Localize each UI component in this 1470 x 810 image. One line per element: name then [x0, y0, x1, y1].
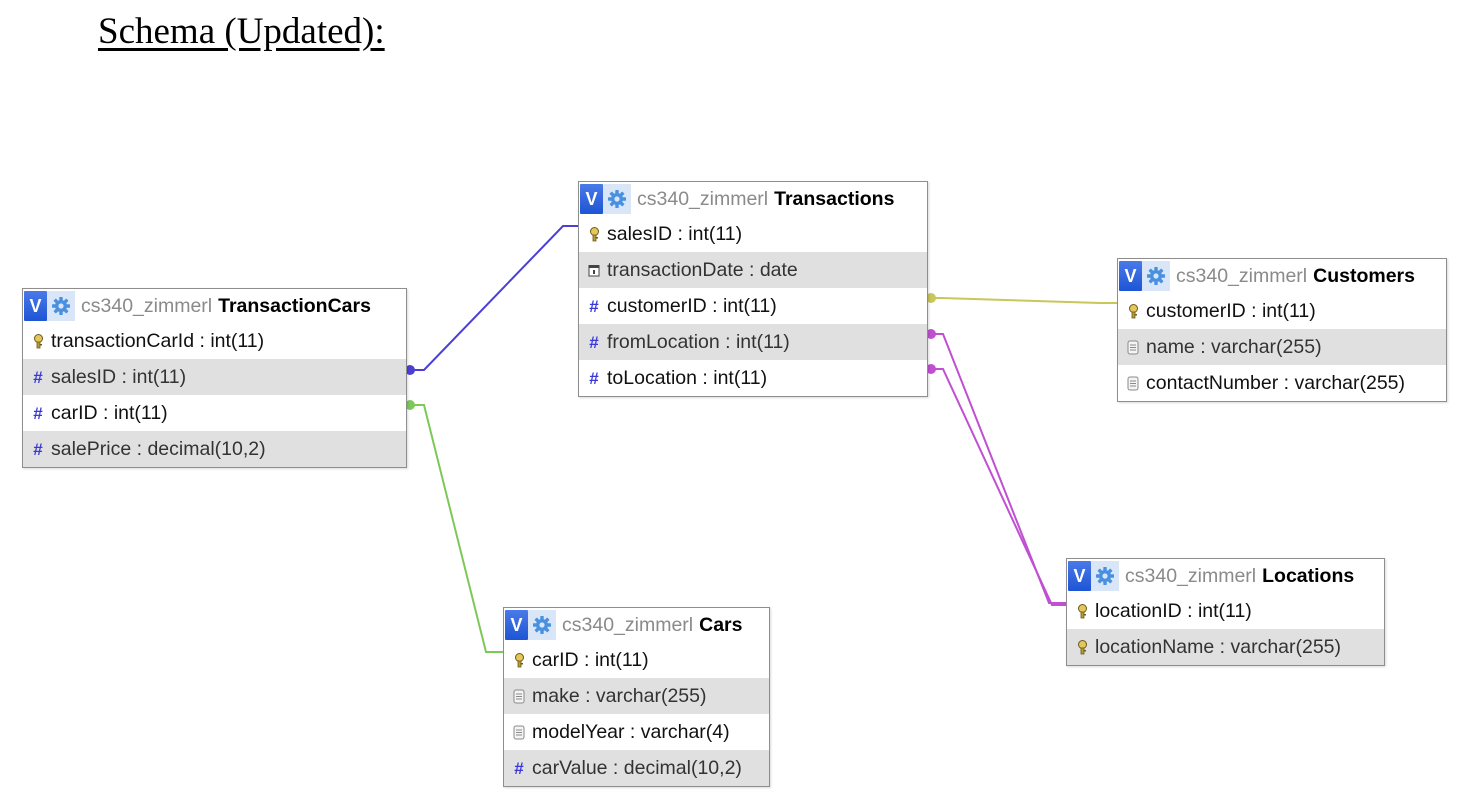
- column-label: customerID : int(11): [607, 294, 777, 317]
- column-label: name : varchar(255): [1146, 335, 1322, 358]
- column-label: transactionCarId : int(11): [51, 329, 265, 352]
- key-icon: [586, 226, 602, 242]
- text-icon: [1125, 376, 1141, 391]
- column-row[interactable]: # salesID : int(11): [23, 359, 406, 395]
- column-label: locationName : varchar(255): [1095, 635, 1342, 658]
- column-label: carID : int(11): [532, 648, 649, 671]
- table-db-name: cs340_zimmerl: [1125, 564, 1257, 587]
- column-row[interactable]: locationName : varchar(255): [1067, 629, 1384, 665]
- column-label: fromLocation : int(11): [607, 330, 790, 353]
- column-row[interactable]: # carValue : decimal(10,2): [504, 750, 769, 786]
- column-label: make : varchar(255): [532, 684, 707, 707]
- column-row[interactable]: contactNumber : varchar(255): [1118, 365, 1446, 401]
- relation-line: [926, 368, 1066, 606]
- hash-icon: #: [33, 403, 43, 423]
- text-icon: [1125, 340, 1141, 355]
- column-row[interactable]: salesID : int(11): [579, 216, 927, 252]
- relation-line: [405, 225, 578, 371]
- gear-icon[interactable]: [1142, 261, 1170, 291]
- table-db-name: cs340_zimmerl: [562, 613, 694, 636]
- page-title: Schema (Updated):: [98, 11, 385, 52]
- column-row[interactable]: make : varchar(255): [504, 678, 769, 714]
- hash-icon: #: [514, 758, 524, 778]
- column-label: toLocation : int(11): [607, 366, 768, 389]
- gear-icon[interactable]: [47, 291, 75, 321]
- table-name: Transactions: [774, 187, 895, 210]
- gear-icon[interactable]: [603, 184, 631, 214]
- table-db-name: cs340_zimmerl: [637, 187, 769, 210]
- column-label: salesID : int(11): [51, 365, 187, 388]
- column-row[interactable]: # toLocation : int(11): [579, 360, 927, 396]
- column-label: transactionDate : date: [607, 258, 798, 281]
- column-row[interactable]: carID : int(11): [504, 642, 769, 678]
- key-icon: [1125, 303, 1141, 319]
- column-label: customerID : int(11): [1146, 299, 1316, 322]
- column-row[interactable]: customerID : int(11): [1118, 293, 1446, 329]
- hash-icon: #: [33, 367, 43, 387]
- table-db-name: cs340_zimmerl: [81, 294, 213, 317]
- column-row[interactable]: name : varchar(255): [1118, 329, 1446, 365]
- hash-icon: #: [589, 332, 599, 352]
- table-name: Locations: [1262, 564, 1355, 587]
- toggle-v-icon[interactable]: V: [24, 291, 47, 321]
- relation-line: [405, 404, 503, 653]
- column-row[interactable]: locationID : int(11): [1067, 593, 1384, 629]
- hash-icon: #: [33, 439, 43, 459]
- key-icon: [1074, 603, 1090, 619]
- column-row[interactable]: transactionDate : date: [579, 252, 927, 288]
- table-name: TransactionCars: [218, 294, 371, 317]
- text-icon: [511, 689, 527, 704]
- column-label: contactNumber : varchar(255): [1146, 371, 1406, 394]
- toggle-v-icon[interactable]: V: [505, 610, 528, 640]
- hash-icon: #: [589, 368, 599, 388]
- column-row[interactable]: modelYear : varchar(4): [504, 714, 769, 750]
- key-icon: [1074, 639, 1090, 655]
- toggle-v-icon[interactable]: V: [580, 184, 603, 214]
- toggle-v-icon[interactable]: V: [1119, 261, 1142, 291]
- column-row[interactable]: transactionCarId : int(11): [23, 323, 406, 359]
- column-row[interactable]: # fromLocation : int(11): [579, 324, 927, 360]
- column-label: carID : int(11): [51, 401, 168, 424]
- relation-line: [926, 333, 1066, 604]
- column-row[interactable]: # customerID : int(11): [579, 288, 927, 324]
- key-icon: [511, 652, 527, 668]
- column-label: salePrice : decimal(10,2): [51, 437, 266, 460]
- column-label: modelYear : varchar(4): [532, 720, 730, 743]
- table-name: Customers: [1313, 264, 1415, 287]
- column-label: locationID : int(11): [1095, 599, 1252, 622]
- gear-icon[interactable]: [1091, 561, 1119, 591]
- text-icon: [511, 725, 527, 740]
- column-row[interactable]: # carID : int(11): [23, 395, 406, 431]
- relation-line: [926, 297, 1117, 304]
- gear-icon[interactable]: [528, 610, 556, 640]
- column-label: carValue : decimal(10,2): [532, 756, 742, 779]
- calendar-icon: [586, 264, 602, 277]
- column-label: salesID : int(11): [607, 222, 743, 245]
- toggle-v-icon[interactable]: V: [1068, 561, 1091, 591]
- table-db-name: cs340_zimmerl: [1176, 264, 1308, 287]
- key-icon: [30, 333, 46, 349]
- column-row[interactable]: # salePrice : decimal(10,2): [23, 431, 406, 467]
- hash-icon: #: [589, 296, 599, 316]
- table-name: Cars: [699, 613, 743, 636]
